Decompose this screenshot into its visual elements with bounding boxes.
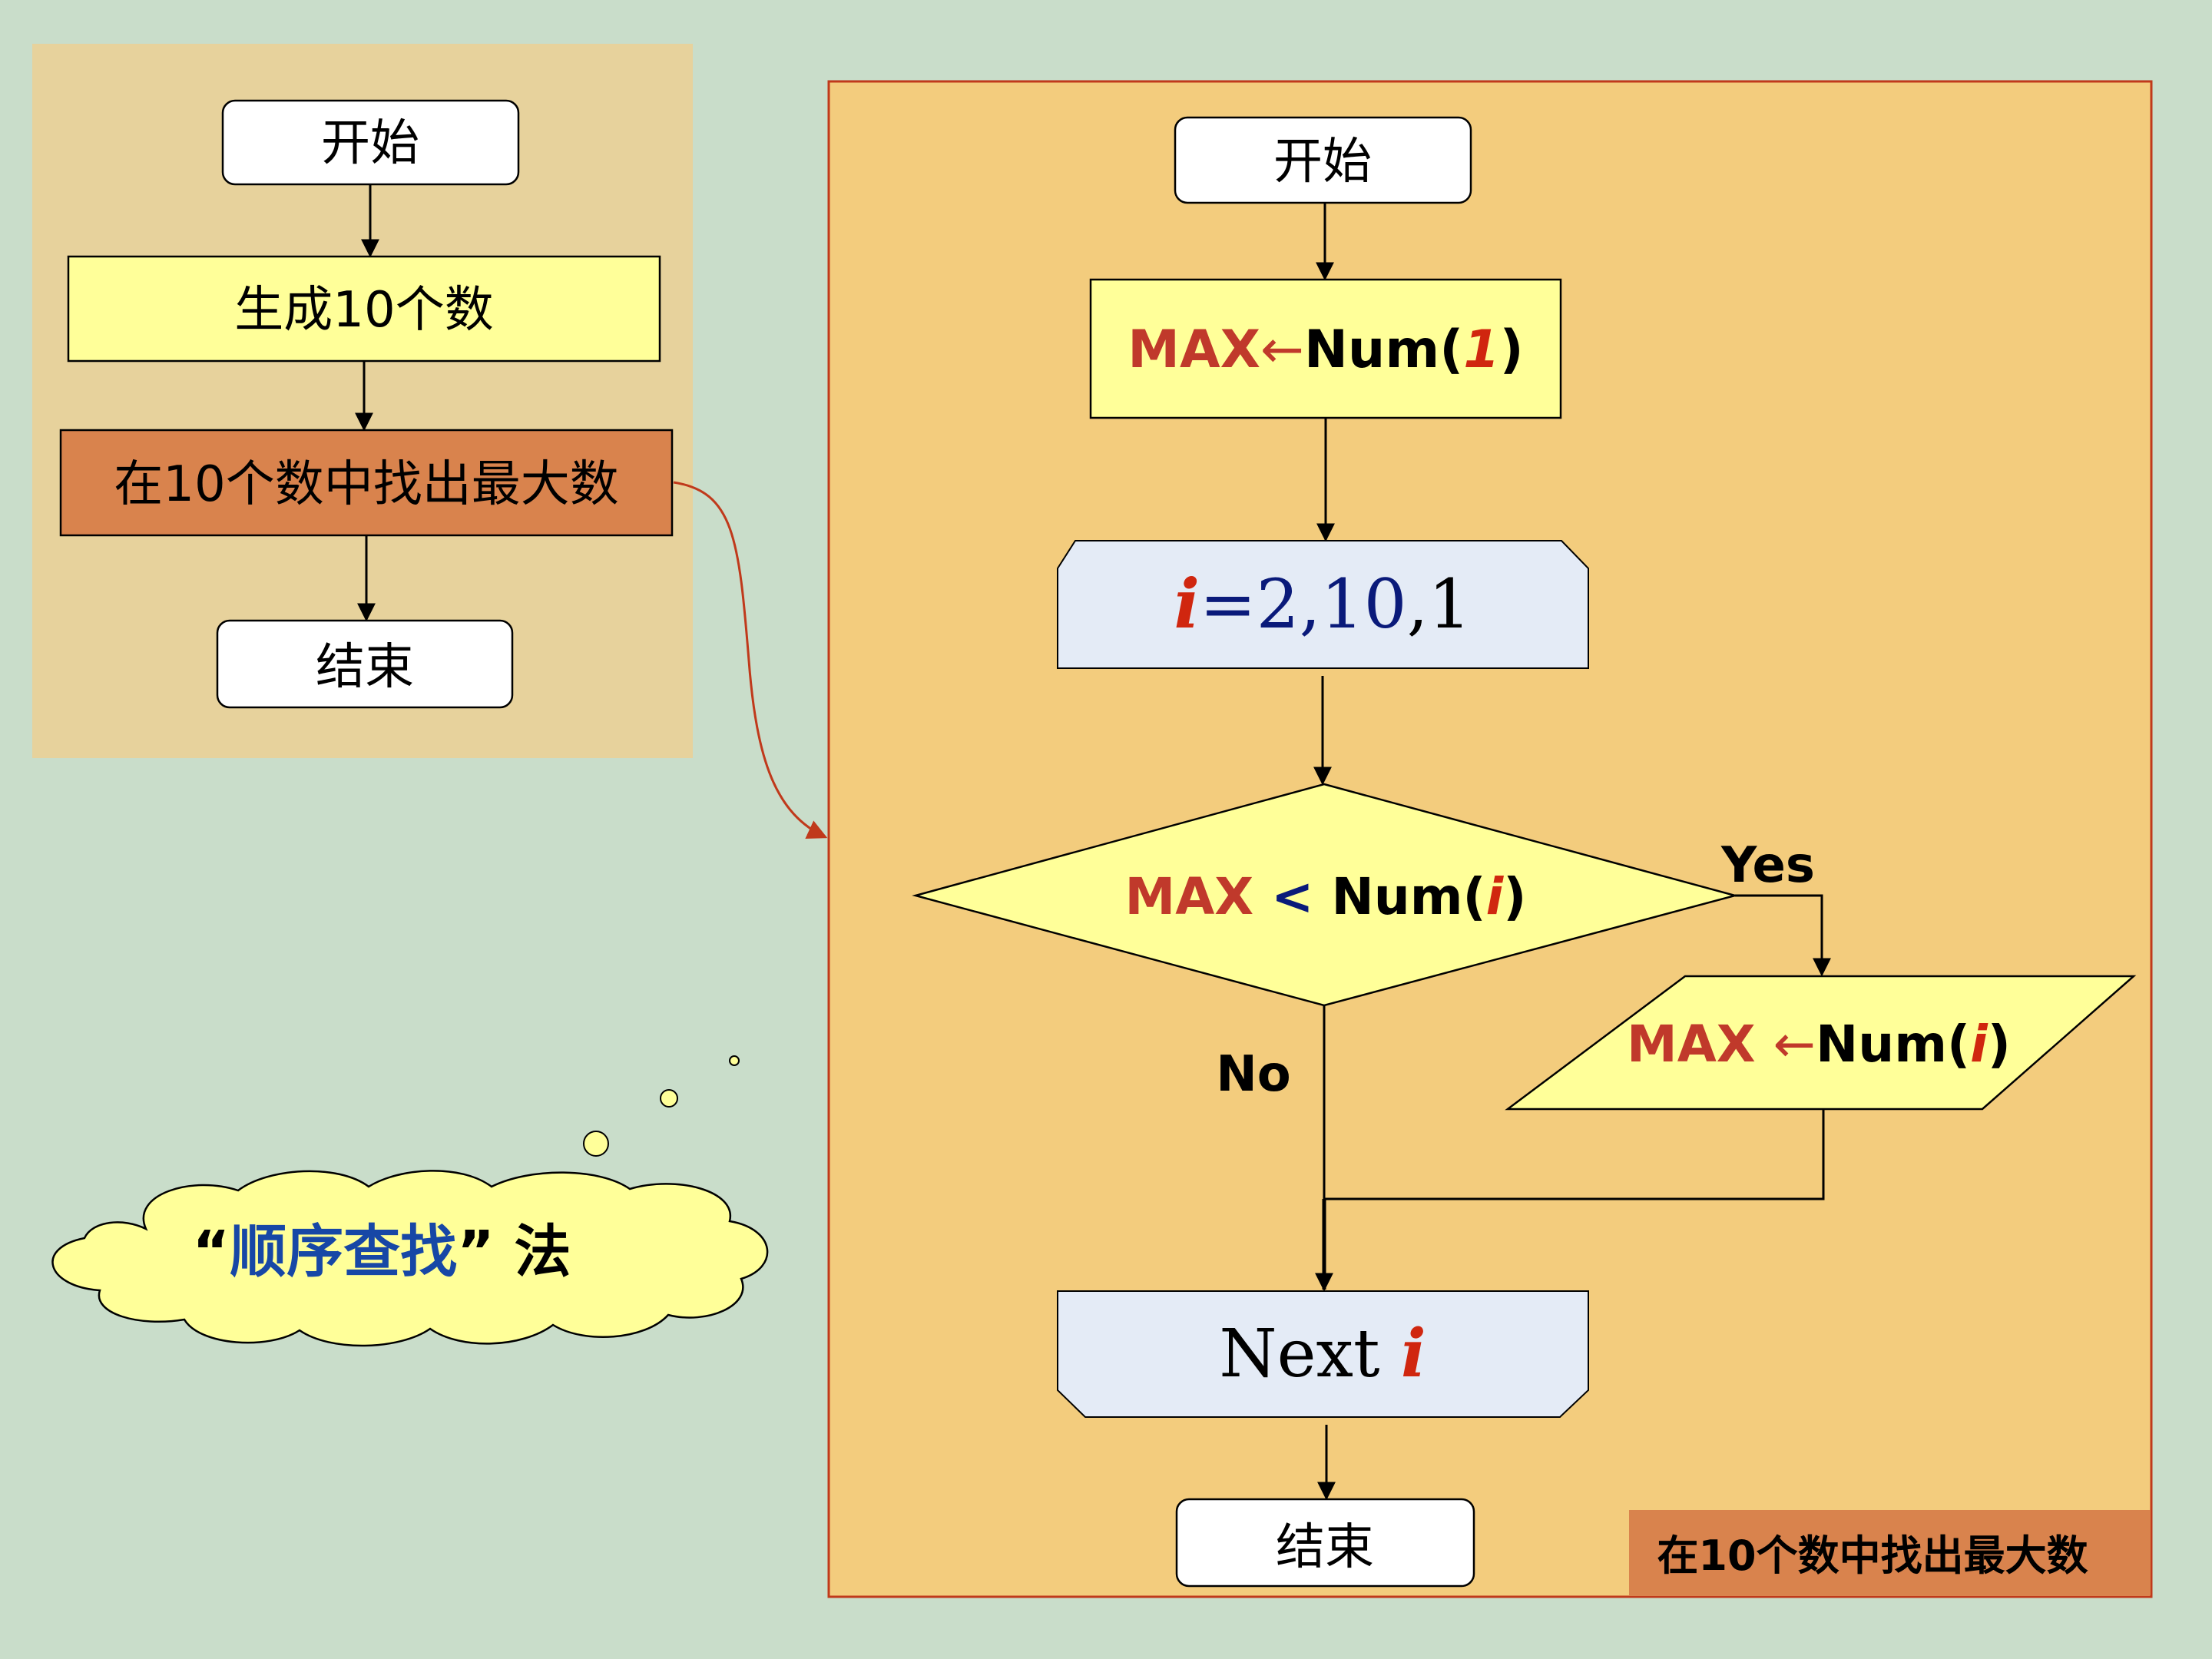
yes-branch-label: Yes xyxy=(1720,837,1815,894)
assign-arg-text: i xyxy=(1970,1015,1988,1074)
next-var-text: i xyxy=(1401,1315,1426,1392)
init-assign-arrow: ← xyxy=(1260,320,1304,380)
cond-max-text: MAX xyxy=(1125,867,1254,926)
detail-start-label: 开始 xyxy=(1273,134,1372,190)
detail-end-label: 结束 xyxy=(1276,1519,1374,1576)
detail-condition-label: MAX < Num(i) xyxy=(1125,867,1527,926)
loop-range-a: =2, xyxy=(1200,565,1321,644)
detail-loop-label: i=2,10,1 xyxy=(1174,564,1471,644)
overview-panel: 开始 生成10个数 在10个数中找出最大数 结束 xyxy=(32,44,693,758)
next-word-text: Next xyxy=(1219,1316,1401,1392)
overview-find-max-label: 在10个数中找出最大数 xyxy=(114,456,618,513)
cond-arg-text: i xyxy=(1486,867,1505,926)
no-branch-label: No xyxy=(1216,1046,1291,1103)
init-close-text: ) xyxy=(1500,320,1524,380)
cond-close-text: ) xyxy=(1503,867,1526,926)
assign-close-text: ) xyxy=(1988,1015,2011,1074)
merge-line xyxy=(1324,1109,1825,1200)
overview-end-node xyxy=(216,619,514,709)
detail-assign-node xyxy=(1505,975,2137,1111)
detail-caption-box xyxy=(1629,1510,2150,1596)
loop-range-b: 10 xyxy=(1321,565,1407,644)
cloud-label: “顺序查找” 法 xyxy=(192,1219,571,1285)
cloud-open-quote: “ xyxy=(192,1219,230,1285)
detail-next-node xyxy=(1057,1290,1589,1418)
init-max-text: MAX xyxy=(1128,320,1260,380)
thought-cloud: “顺序查找” 法 xyxy=(51,1055,769,1347)
assign-func-text: Num( xyxy=(1816,1015,1970,1074)
overview-generate-label: 生成10个数 xyxy=(234,282,493,339)
detail-assign-label: MAX ←Num(i) xyxy=(1627,1015,2011,1074)
detail-next-label: Next i xyxy=(1219,1315,1426,1392)
assign-max-text: MAX xyxy=(1627,1015,1773,1074)
assign-arrow-text: ← xyxy=(1773,1015,1816,1074)
cloud-term-text: 顺序查找 xyxy=(230,1219,457,1285)
detail-init-node xyxy=(1089,278,1562,419)
loop-range-c: ,1 xyxy=(1407,565,1472,644)
init-arg-text: 1 xyxy=(1463,320,1499,380)
cloud-close-quote: ” xyxy=(457,1219,495,1285)
init-func-text: Num( xyxy=(1304,320,1463,380)
thought-bubble-large xyxy=(583,1131,609,1157)
thought-bubble-small xyxy=(729,1055,740,1066)
cond-op-text: < xyxy=(1253,867,1331,926)
yes-branch-arrow xyxy=(1735,894,1831,977)
detail-panel: 开始 MAX←Num(1) i=2,10,1 MAX < Num(i) Yes … xyxy=(827,80,2153,1598)
overview-find-max-node xyxy=(59,429,674,537)
overview-start-label: 开始 xyxy=(321,115,419,172)
detail-caption-text: 在10个数中找出最大数 xyxy=(1657,1532,2088,1580)
detail-end-node xyxy=(1175,1498,1475,1588)
cloud-shape xyxy=(51,1170,769,1347)
detail-loop-node xyxy=(1057,540,1589,669)
overview-end-label: 结束 xyxy=(316,639,414,696)
thought-bubble-medium xyxy=(660,1089,678,1108)
detail-init-label: MAX←Num(1) xyxy=(1128,320,1523,380)
loop-var-text: i xyxy=(1174,564,1199,644)
detail-start-node xyxy=(1174,116,1472,204)
cond-func-text: Num( xyxy=(1331,867,1485,926)
expand-connector-arrow xyxy=(673,481,828,839)
cloud-suffix-text: 法 xyxy=(495,1219,571,1285)
